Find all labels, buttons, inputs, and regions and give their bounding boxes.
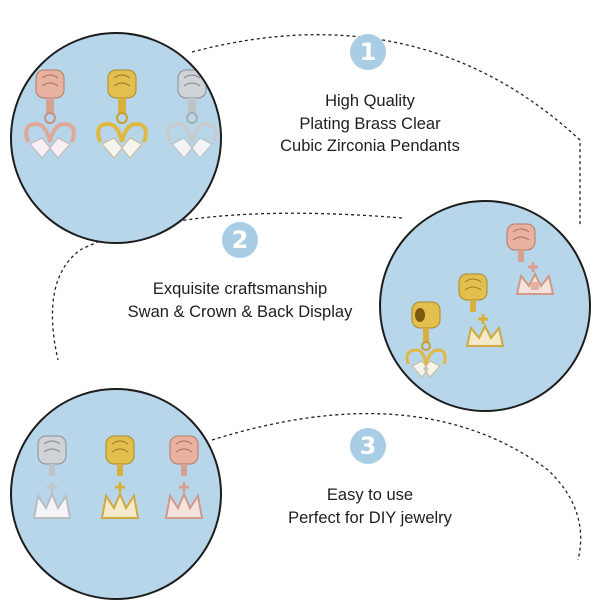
rose-gold-crown-pendant bbox=[506, 223, 555, 295]
swan-pendants-illustration bbox=[24, 69, 218, 159]
rose-gold-swan-pendant bbox=[24, 69, 76, 159]
gold-swan-pendant bbox=[96, 69, 148, 159]
caption-line: Plating Brass Clear bbox=[299, 114, 441, 133]
caption-line: Swan & Crown & Back Display bbox=[127, 302, 353, 321]
caption-line: High Quality bbox=[325, 92, 415, 110]
caption-line: Perfect for DIY jewelry bbox=[288, 508, 452, 527]
gold-crown-pendant bbox=[458, 273, 505, 347]
rose-gold-crown-pendant bbox=[164, 435, 204, 519]
step-number-badge: 2 bbox=[222, 222, 258, 258]
dashed-arc-bottom bbox=[211, 412, 582, 561]
silver-swan-pendant bbox=[166, 69, 218, 159]
step-caption: High Quality Plating Brass Clear Cubic Z… bbox=[242, 90, 498, 158]
back-display-illustration bbox=[405, 223, 555, 378]
crown-pendants-illustration bbox=[32, 435, 204, 519]
gold-swan-back-pendant bbox=[405, 301, 447, 378]
product-photo-back-display bbox=[379, 200, 591, 412]
caption-line: Cubic Zirconia Pendants bbox=[280, 137, 460, 155]
step-number-badge: 1 bbox=[350, 34, 386, 70]
product-photo-swans bbox=[10, 32, 222, 244]
caption-line: Easy to use bbox=[326, 486, 414, 504]
gold-crown-pendant bbox=[100, 435, 140, 519]
step-number-badge: 3 bbox=[350, 428, 386, 464]
product-photo-crowns bbox=[10, 388, 222, 600]
silver-crown-pendant bbox=[32, 435, 72, 519]
caption-line: Exquisite craftsmanship bbox=[152, 280, 328, 298]
dashed-arc-top bbox=[191, 34, 581, 225]
step-caption: Exquisite craftsmanship Swan & Crown & B… bbox=[98, 278, 382, 323]
step-caption: Easy to use Perfect for DIY jewelry bbox=[240, 484, 500, 529]
